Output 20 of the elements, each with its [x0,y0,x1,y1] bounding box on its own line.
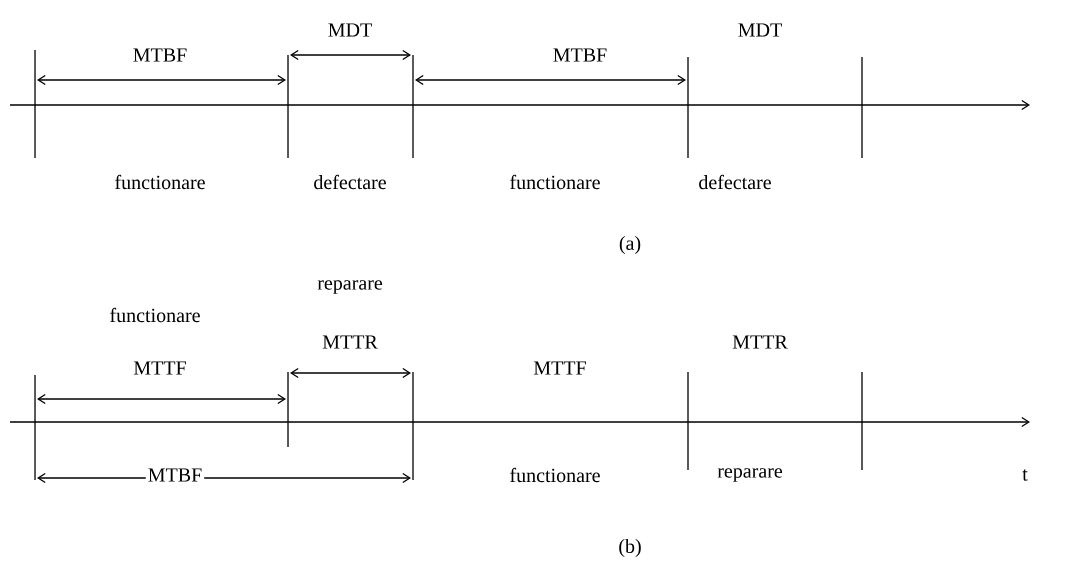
interval-label: reparare [317,280,383,294]
interval-label: MTBF [145,466,205,484]
interval-label: functionare [115,174,205,190]
interval-label: MTTR [732,335,788,349]
interval-label: MTBF [133,48,187,62]
interval-label: defectare [699,174,771,190]
interval-label: functionare [110,307,200,323]
interval-label: reparare [717,468,783,482]
interval-label: defectare [314,174,386,190]
interval-label: functionare [510,467,600,483]
interval-label: MDT [738,23,782,37]
panel-label: (b) [619,538,641,558]
panel-label: (a) [619,235,641,255]
interval-label: MTTF [533,361,586,375]
axis-label: t [1022,469,1028,481]
interval-label: MTTR [322,335,378,349]
interval-label: MTBF [553,48,607,62]
interval-label: MDT [328,23,372,37]
interval-label: MTTF [133,361,186,375]
interval-label: functionare [510,174,600,190]
